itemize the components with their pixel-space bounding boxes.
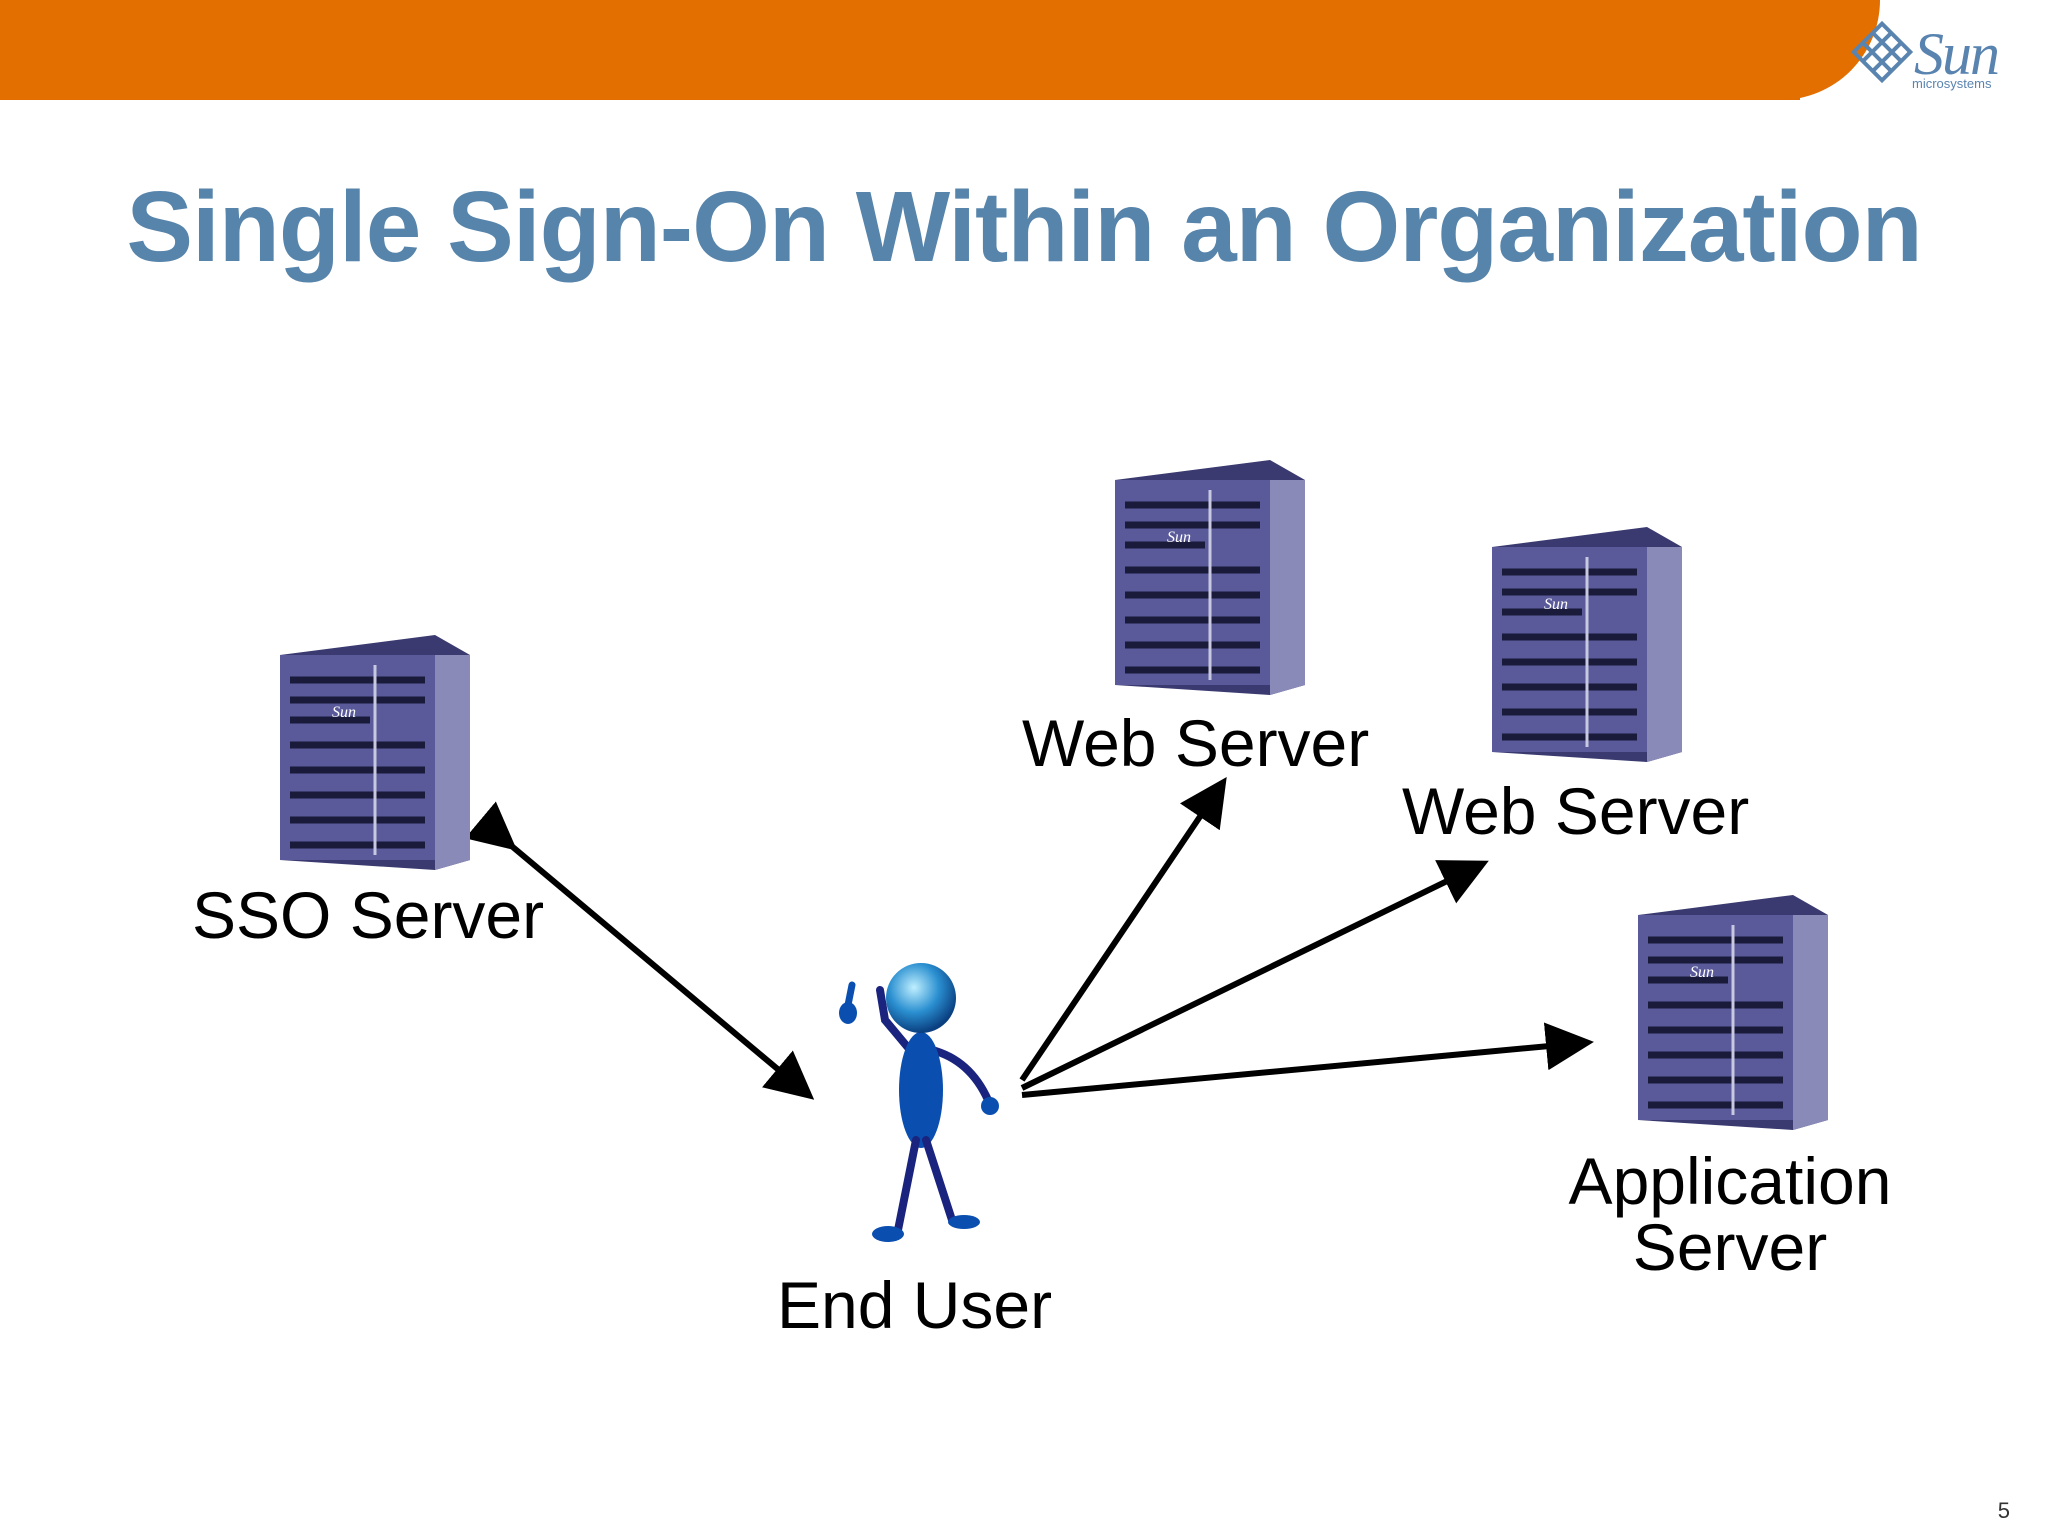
server-badge: Sun (1544, 596, 1568, 613)
server-badge: Sun (1690, 964, 1714, 981)
page-number: 5 (1997, 1498, 2010, 1523)
sun-logo: Sun microsystems (1850, 20, 2010, 92)
server-badge: Sun (1167, 529, 1191, 546)
arrow-user-to-app-server (1021, 1022, 1594, 1098)
web-server-2-label: Web Server (1402, 774, 1750, 848)
arrow-sso-to-user (464, 801, 815, 1100)
arrow-user-to-web-server-2 (1020, 860, 1489, 1091)
sun-logo-icon (1850, 20, 1914, 84)
slide-title: Single Sign-On Within an Organization (126, 171, 1922, 283)
application-server-label: Application Server (1560, 1148, 1900, 1280)
server-badge: Sun (332, 704, 356, 721)
web-server-1-label: Web Server (1022, 706, 1370, 780)
sso-server-label: SSO Server (192, 878, 545, 952)
arrow-user-to-web-server-1 (1019, 777, 1227, 1082)
logo-subtext: microsystems (1912, 76, 1992, 91)
end-user-label: End User (777, 1268, 1053, 1342)
logo-word: Sun (1914, 21, 2000, 87)
application-server-label-line2: Server (1632, 1210, 1828, 1284)
application-server-label-line1: Application (1568, 1144, 1892, 1218)
header-bar (0, 0, 1800, 100)
